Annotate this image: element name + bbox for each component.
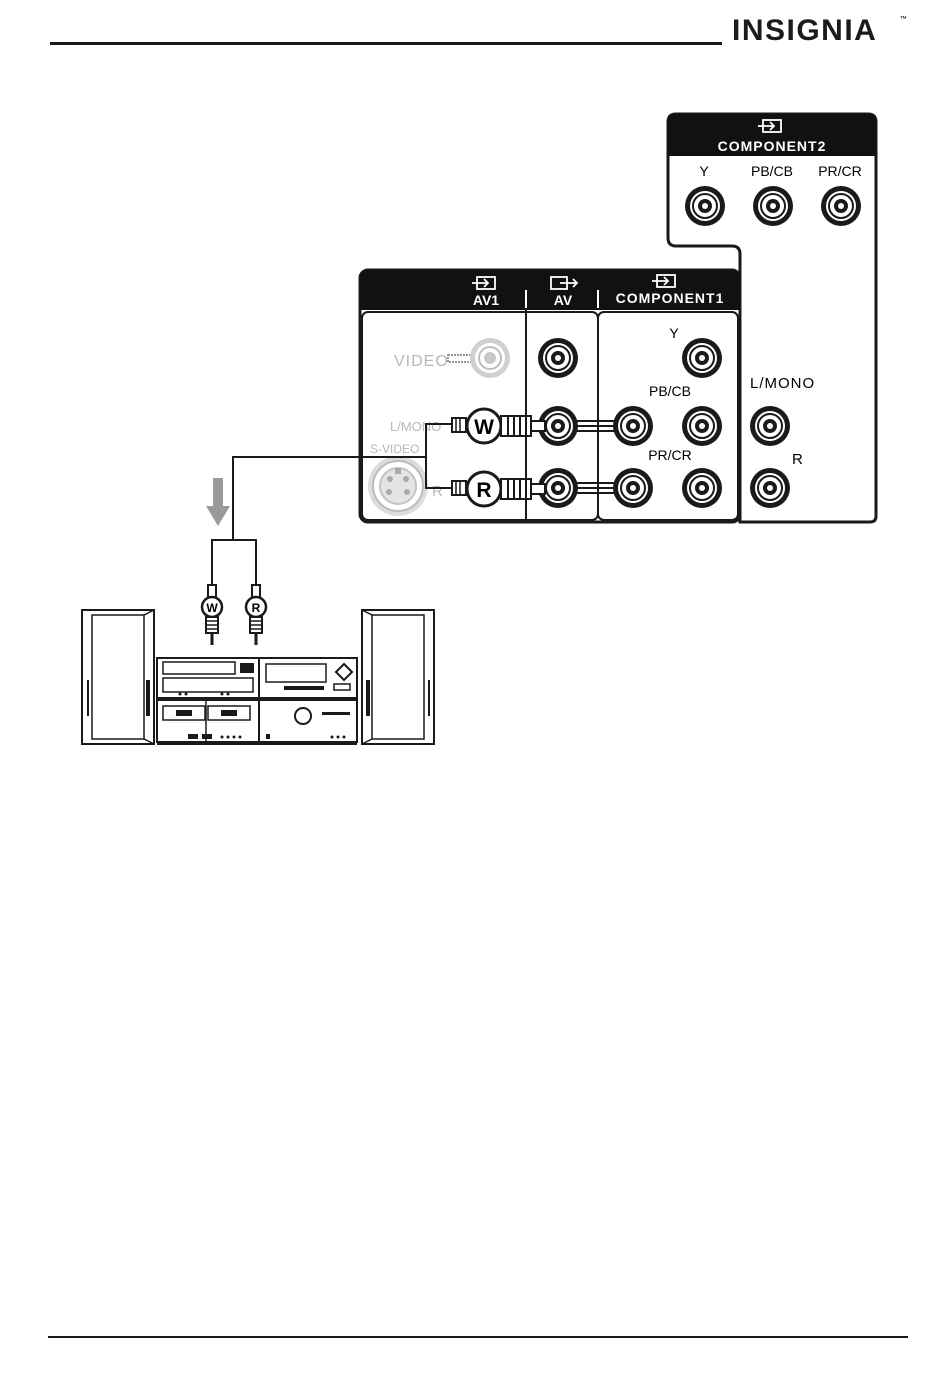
component2-pb-jack[interactable] xyxy=(753,186,793,226)
av-out-video-jack[interactable] xyxy=(538,338,578,378)
footer-rule xyxy=(48,1336,908,1338)
component2-y-jack[interactable] xyxy=(685,186,725,226)
component2-title: COMPONENT2 xyxy=(718,138,827,154)
stereo-red-plug: R xyxy=(246,585,266,645)
component1-pb-jack-left[interactable] xyxy=(613,406,653,446)
signal-direction-arrow xyxy=(206,478,230,526)
component1-title: COMPONENT1 xyxy=(616,290,725,306)
av-title: AV xyxy=(554,292,573,308)
component1-pb-jack-right[interactable] xyxy=(682,406,722,446)
component1-pr-label: PR/CR xyxy=(648,447,692,463)
component2-pr-label: PR/CR xyxy=(818,163,862,179)
av1-r-label: R xyxy=(432,483,443,500)
component1-y-label: Y xyxy=(669,325,679,341)
stereo-red-plug-label: R xyxy=(252,601,261,615)
component1-pr-jack-left[interactable] xyxy=(613,468,653,508)
svideo-jack[interactable] xyxy=(368,456,428,516)
component2-y-label: Y xyxy=(699,163,709,179)
component1-pr-jack-right[interactable] xyxy=(682,468,722,508)
audio-lmono-label: L/MONO xyxy=(750,375,815,392)
audio-r-jack[interactable] xyxy=(750,468,790,508)
av1-lmono-label: L/MONO xyxy=(390,419,441,434)
component1-pb-label: PB/CB xyxy=(649,383,691,399)
red-plug-label: R xyxy=(476,479,491,502)
stereo-white-plug-label: W xyxy=(206,601,218,615)
av1-video-label: VIDEO xyxy=(394,353,449,370)
stereo-main-unit xyxy=(157,658,357,744)
left-speaker xyxy=(82,610,154,744)
component2-pr-jack[interactable] xyxy=(821,186,861,226)
av1-svideo-label: S-VIDEO xyxy=(370,442,419,456)
stereo-white-plug: W xyxy=(202,585,222,645)
component2-pb-label: PB/CB xyxy=(751,163,793,179)
component1-y-jack[interactable] xyxy=(682,338,722,378)
av1-title: AV1 xyxy=(473,292,499,308)
white-plug-label: W xyxy=(474,416,494,439)
audio-r-label: R xyxy=(792,451,803,468)
right-speaker xyxy=(362,610,434,744)
audio-l-jack[interactable] xyxy=(750,406,790,446)
av1-video-jack[interactable] xyxy=(470,338,510,378)
